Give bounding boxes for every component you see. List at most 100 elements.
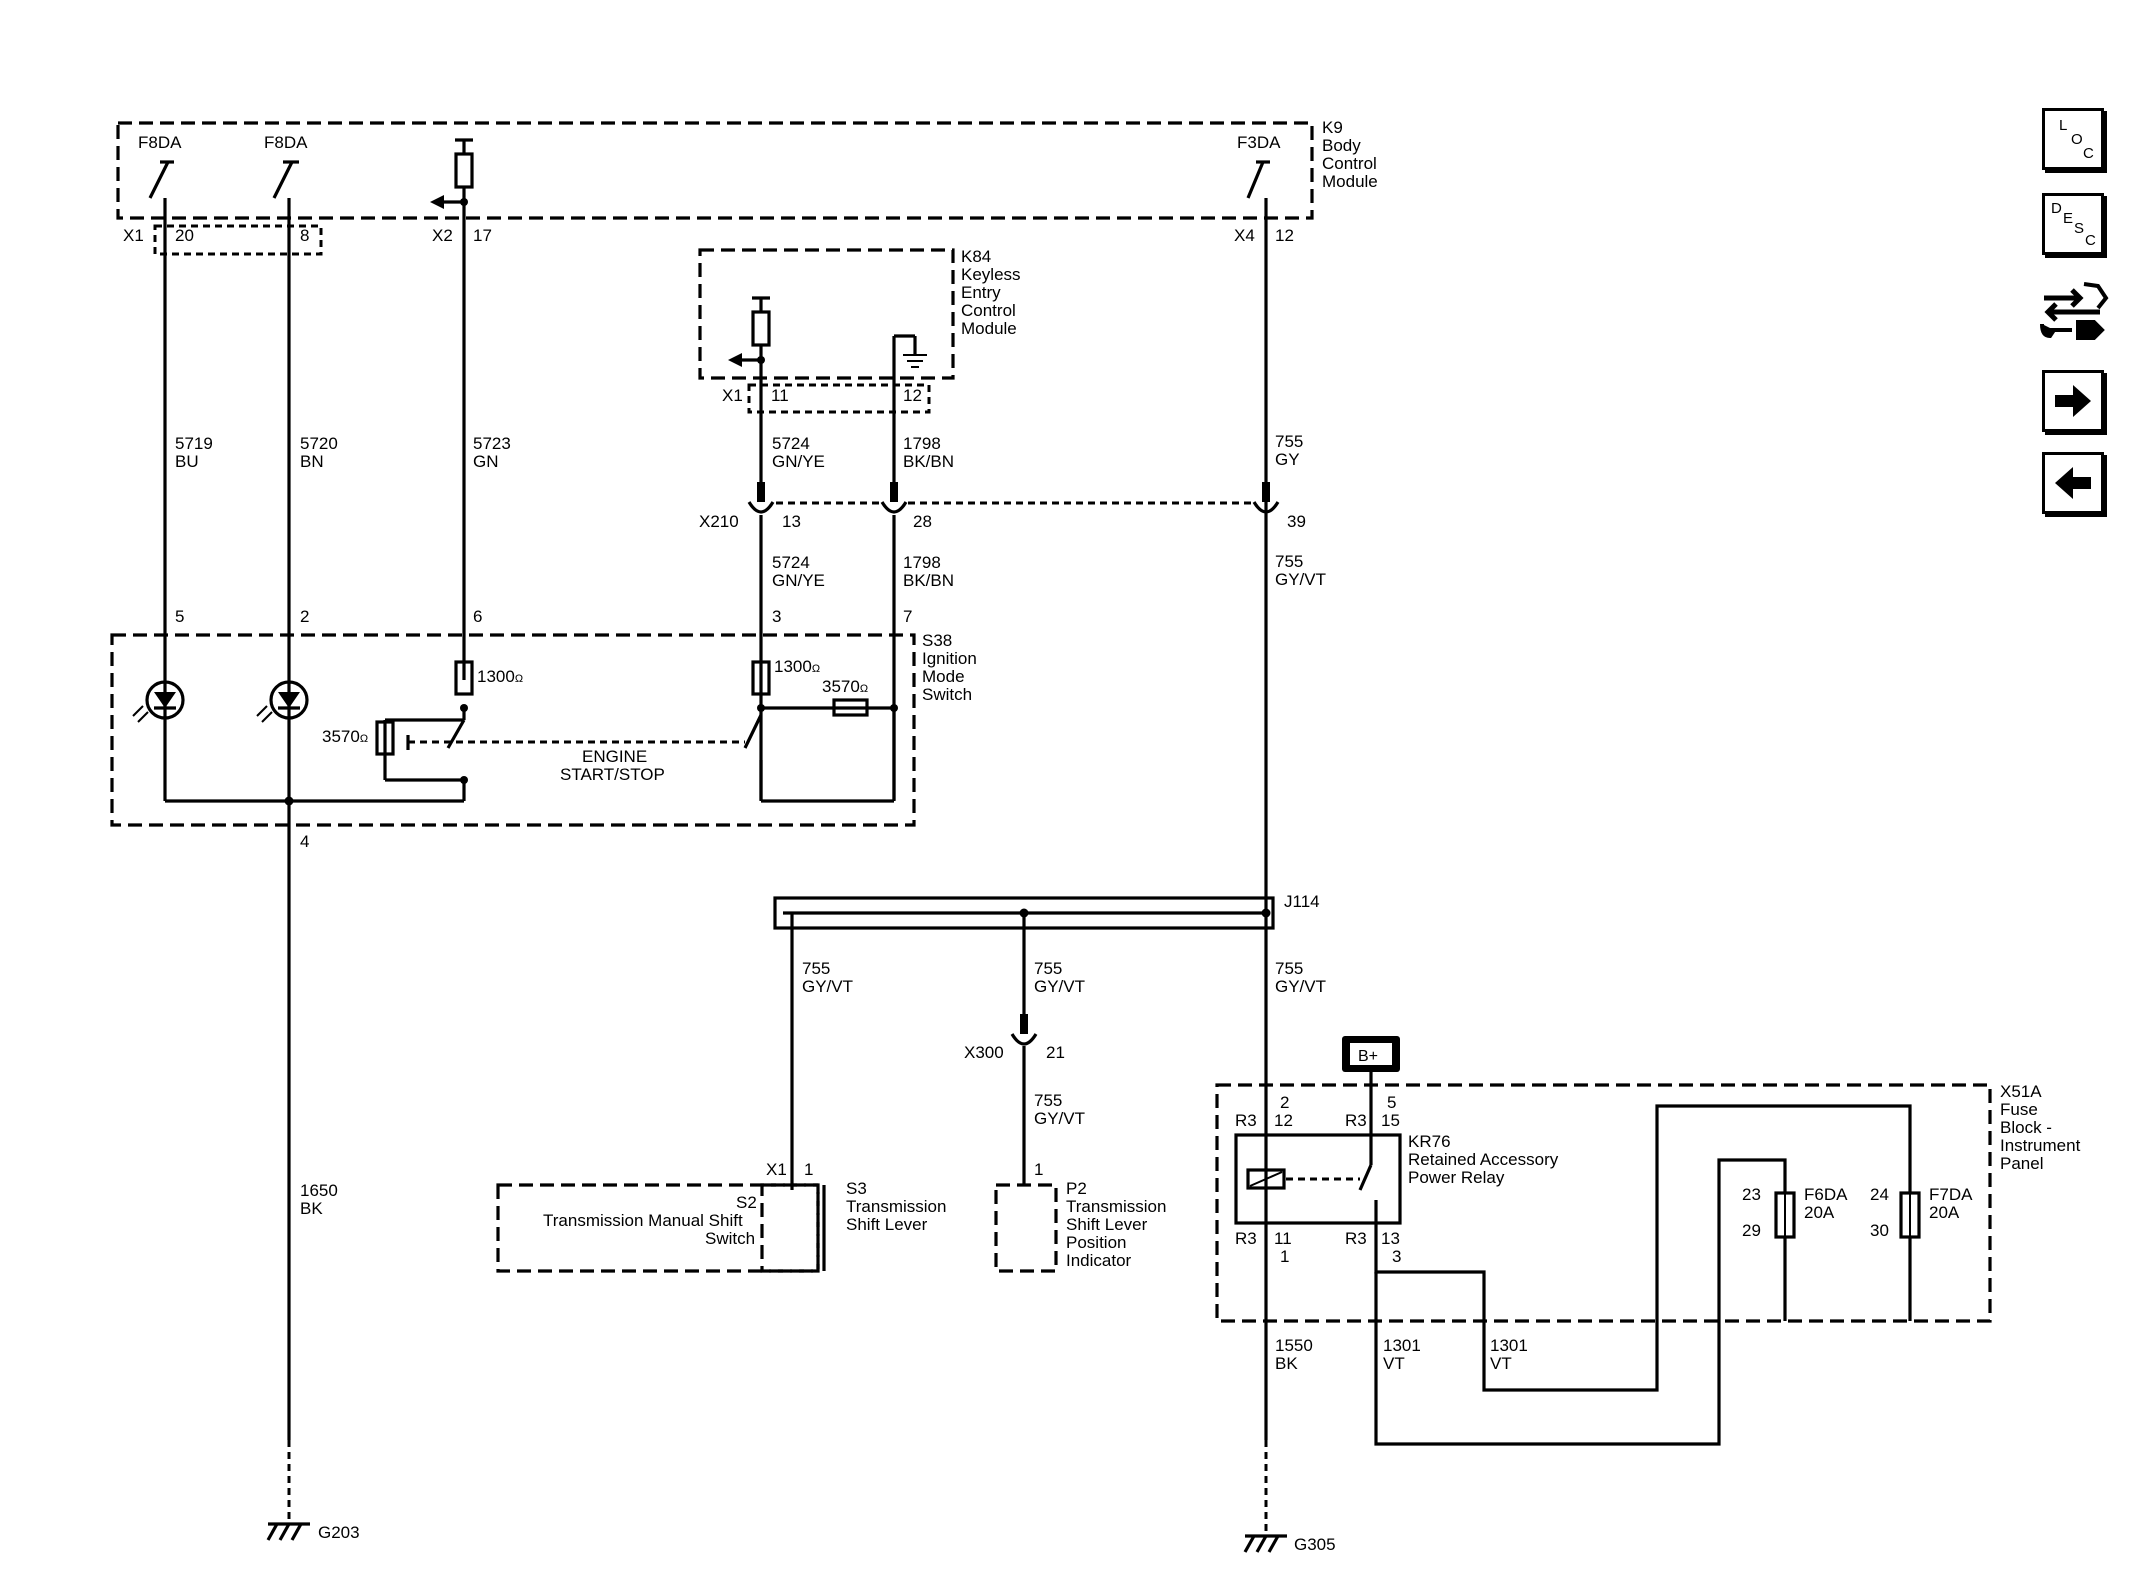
pin-r12: 12 xyxy=(1274,1111,1293,1130)
splice-dot xyxy=(1261,908,1271,918)
k9-conn-x2: X2 xyxy=(432,226,453,245)
p2-label-3: Position xyxy=(1066,1233,1126,1252)
splice-dot xyxy=(460,776,468,784)
pin-17: 17 xyxy=(473,226,492,245)
loc-letter-l: L xyxy=(2059,117,2068,134)
resistor-label-3570-left: 3570Ω xyxy=(322,727,368,746)
resistor-1300-right xyxy=(751,660,771,696)
wire-color-755-b: GY/VT xyxy=(1275,570,1326,589)
k84-label-4: Module xyxy=(961,319,1017,338)
s38-id: S38 xyxy=(922,631,952,650)
wire-color-5723: GN xyxy=(473,452,499,471)
desc-letter-e: E xyxy=(2063,210,2074,227)
s38-switch-box xyxy=(110,633,916,827)
wire-label-755-a: 755 xyxy=(1275,432,1303,451)
splice-dot xyxy=(284,796,294,806)
wire-label-1798-b: 1798 xyxy=(903,553,941,572)
k84-module-box xyxy=(698,248,955,380)
wire-color-1798-b: BK/BN xyxy=(903,571,954,590)
wire-color-1650: BK xyxy=(300,1199,323,1218)
p2-label-4: Indicator xyxy=(1066,1251,1132,1270)
description-button[interactable]: D E S C xyxy=(2042,193,2104,255)
driver-switch-1 xyxy=(148,160,174,199)
ground-icon xyxy=(1243,1534,1287,1553)
driver-switch-2 xyxy=(272,160,299,199)
r3-label-a: R3 xyxy=(1235,1111,1257,1130)
arrow-left-icon xyxy=(2055,467,2091,499)
x51a-id: X51A xyxy=(2000,1082,2042,1101)
x210-label: X210 xyxy=(699,512,739,531)
k84-conn-x1: X1 xyxy=(722,386,743,405)
wire-color-1301-b: VT xyxy=(1490,1354,1512,1373)
wire-color-755-a: GY xyxy=(1275,450,1300,469)
location-button[interactable]: L O C xyxy=(2042,108,2104,170)
k84-id: K84 xyxy=(961,247,991,266)
pin-39: 39 xyxy=(1287,512,1306,531)
wire-color-755-c: GY/VT xyxy=(802,977,853,996)
x51a-label-4: Panel xyxy=(2000,1154,2043,1173)
switch-label-2: START/STOP xyxy=(560,765,665,784)
relay-coil xyxy=(1246,1168,1286,1190)
pin-r3: 3 xyxy=(1392,1247,1401,1266)
fuse-f7da-id: F7DA xyxy=(1929,1185,1973,1204)
wire-label-1650: 1650 xyxy=(300,1181,338,1200)
s2-conn-x1: X1 xyxy=(766,1160,787,1179)
p2-id: P2 xyxy=(1066,1179,1087,1198)
k84-ground-icon xyxy=(892,334,927,378)
wire-label-5724-b: 5724 xyxy=(772,553,810,572)
relay-coil-mark xyxy=(1249,1171,1283,1187)
wire-label-755-d: 755 xyxy=(1034,959,1062,978)
s2-label-2: Switch xyxy=(705,1229,755,1248)
led-icon xyxy=(132,680,185,723)
wire-color-5719: BU xyxy=(175,452,199,471)
driver-switch-3 xyxy=(1246,160,1270,199)
resistor-label-3570-right: 3570Ω xyxy=(822,677,868,696)
previous-page-button[interactable] xyxy=(2042,452,2104,514)
connector-wrench-icon xyxy=(2040,282,2109,340)
resistor-label-1300-right: 1300Ω xyxy=(774,657,820,676)
bplus-label: B+ xyxy=(1358,1048,1378,1065)
pin-20: 20 xyxy=(175,226,194,245)
led-icon xyxy=(256,680,309,723)
x51a-label-1: Fuse xyxy=(2000,1100,2038,1119)
resistor-3570-left xyxy=(375,720,395,756)
driver-label-3: F3DA xyxy=(1237,133,1281,152)
loc-letter-c: C xyxy=(2083,145,2094,162)
k84-label-1: Keyless xyxy=(961,265,1021,284)
resistor-label-1300-left: 1300Ω xyxy=(477,667,523,686)
loc-letter-o: O xyxy=(2071,131,2083,148)
kr76-label-1: Retained Accessory xyxy=(1408,1150,1559,1169)
wire-color-5724-b: GN/YE xyxy=(772,571,825,590)
k9-label-2: Control xyxy=(1322,154,1377,173)
switch-label-1: ENGINE xyxy=(582,747,647,766)
next-page-button[interactable] xyxy=(2042,370,2104,432)
wire-label-755-b: 755 xyxy=(1275,552,1303,571)
pin-r13: 13 xyxy=(1381,1229,1400,1248)
fuse-f7da-rating: 20A xyxy=(1929,1203,1960,1222)
wire-1301-b xyxy=(1374,1158,1787,1446)
wire-color-5724-a: GN/YE xyxy=(772,452,825,471)
pin-r1: 1 xyxy=(1280,1247,1289,1266)
r3-label-c: R3 xyxy=(1235,1229,1257,1248)
k9-label-1: Body xyxy=(1322,136,1361,155)
k9-id: K9 xyxy=(1322,118,1343,137)
s3-shift-lever-box xyxy=(760,1183,820,1273)
s2-id: S2 xyxy=(736,1193,757,1212)
driver-label-1: F8DA xyxy=(138,133,182,152)
driver-label-2: F8DA xyxy=(264,133,308,152)
desc-letter-s: S xyxy=(2074,220,2085,237)
k9-label-3: Module xyxy=(1322,172,1378,191)
kr76-relay-box xyxy=(1234,1133,1402,1225)
pin-7: 7 xyxy=(903,607,912,626)
s2-label-1: Transmission Manual Shift xyxy=(543,1211,743,1230)
kr76-id: KR76 xyxy=(1408,1132,1451,1151)
connector-info-button[interactable] xyxy=(2040,278,2112,346)
pin-f29: 29 xyxy=(1742,1221,1761,1240)
s38-label-1: Ignition xyxy=(922,649,977,668)
wire-color-1798-a: BK/BN xyxy=(903,452,954,471)
pin-r11: 11 xyxy=(1274,1229,1292,1248)
x210-connector xyxy=(747,482,1280,514)
pin-1-s2: 1 xyxy=(804,1160,813,1179)
pin-4: 4 xyxy=(300,832,309,851)
